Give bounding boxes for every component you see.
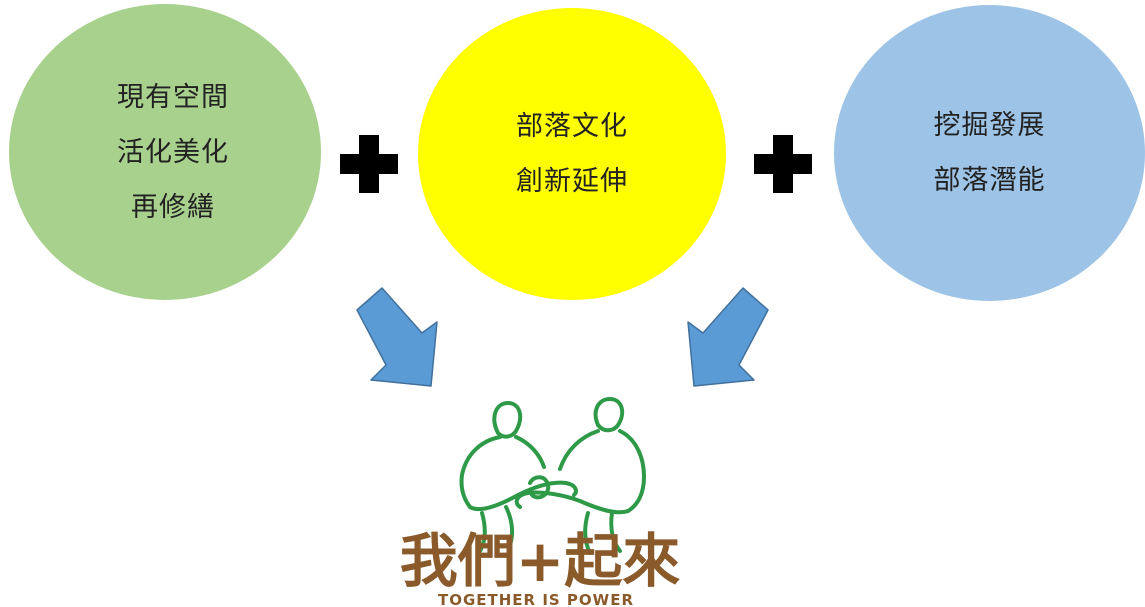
circle-tribal-potential-line-2: 部落潛能 [933,165,1046,196]
circle-tribal-culture-text: 部落文化 創新延伸 [516,99,628,209]
circle-tribal-culture-line-1: 部落文化 [516,111,628,142]
logo-title: 我們+起來 [400,527,681,595]
circle-tribal-potential-text: 挖掘發展 部落潛能 [934,98,1046,208]
circle-existing-space-line-3: 再修繕 [131,191,215,223]
arrow-down-right-icon [356,287,438,387]
circle-existing-space-line-2: 活化美化 [117,136,229,168]
circle-existing-space: 現有空間 活化美化 再修繕 [9,4,321,300]
arrow-down-left-icon [687,287,769,387]
circle-tribal-culture: 部落文化 創新延伸 [418,8,726,300]
circle-existing-space-text: 現有空間 活化美化 再修繕 [117,70,229,235]
circle-tribal-potential: 挖掘發展 部落潛能 [834,5,1145,301]
plus-icon [754,135,812,193]
two-people-icon [459,397,646,555]
circle-existing-space-line-1: 現有空間 [117,81,229,113]
circle-tribal-culture-line-2: 創新延伸 [516,166,628,197]
circle-tribal-potential-line-1: 挖掘發展 [933,110,1046,141]
together-logo: 我們+起來 TOGETHER IS POWER [400,397,681,607]
plus-icon [340,135,398,193]
logo-subtitle: TOGETHER IS POWER [438,591,634,607]
